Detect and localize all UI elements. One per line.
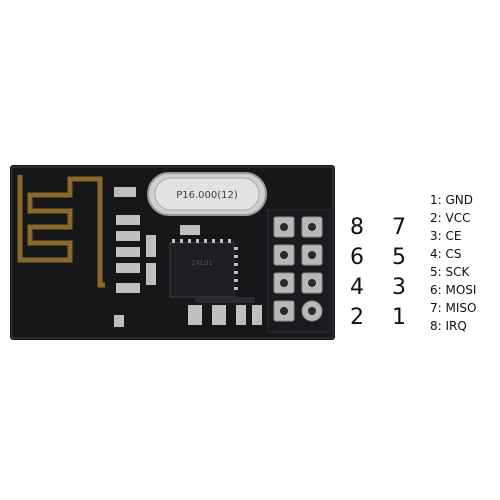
legend-item: 2: VCC bbox=[430, 211, 471, 225]
smd-component-row bbox=[188, 305, 262, 325]
crystal-label: P16.000(12) bbox=[176, 190, 238, 201]
pin-number: 6 bbox=[350, 245, 364, 270]
legend-item: 3: CE bbox=[430, 229, 462, 243]
pin-number: 5 bbox=[392, 245, 406, 270]
pin-number: 8 bbox=[350, 215, 364, 240]
smd-component-column-2 bbox=[146, 235, 156, 285]
pin-row: 6 5 bbox=[343, 243, 413, 273]
pin-legend: 1: GND 2: VCC 3: CE 4: CS 5: SCK 6: MOSI… bbox=[430, 191, 476, 335]
chip-label: 24L01 bbox=[191, 259, 213, 267]
legend-item: 6: MOSI bbox=[430, 283, 477, 297]
pin-number: 4 bbox=[350, 275, 364, 300]
legend-item: 1: GND bbox=[430, 193, 474, 207]
smd-component bbox=[180, 225, 200, 235]
nrf24l01-module-board: P16.000(12) 24L01 bbox=[10, 165, 335, 340]
smd-component bbox=[114, 187, 136, 197]
pin-row: 2 1 bbox=[343, 303, 413, 333]
pin-row: 4 3 bbox=[343, 273, 413, 303]
pin-number-grid: 8 7 6 5 4 3 2 1 bbox=[343, 213, 413, 333]
legend-item: 4: CS bbox=[430, 247, 462, 261]
legend-item: 8: IRQ bbox=[430, 319, 467, 333]
pin-number: 2 bbox=[350, 305, 364, 330]
pin-number: 1 bbox=[392, 305, 406, 330]
pin-row: 8 7 bbox=[343, 213, 413, 243]
legend-item: 5: SCK bbox=[430, 265, 470, 279]
smd-component-column bbox=[114, 215, 140, 327]
crystal-oscillator: P16.000(12) bbox=[147, 172, 267, 216]
nrf24l01-chip: 24L01 bbox=[169, 239, 238, 298]
pin-number: 7 bbox=[392, 215, 406, 240]
pin-number: 3 bbox=[392, 275, 406, 300]
pcb-antenna-trace bbox=[17, 175, 105, 288]
legend-item: 7: MISO bbox=[430, 301, 477, 315]
pin-header bbox=[267, 209, 331, 333]
